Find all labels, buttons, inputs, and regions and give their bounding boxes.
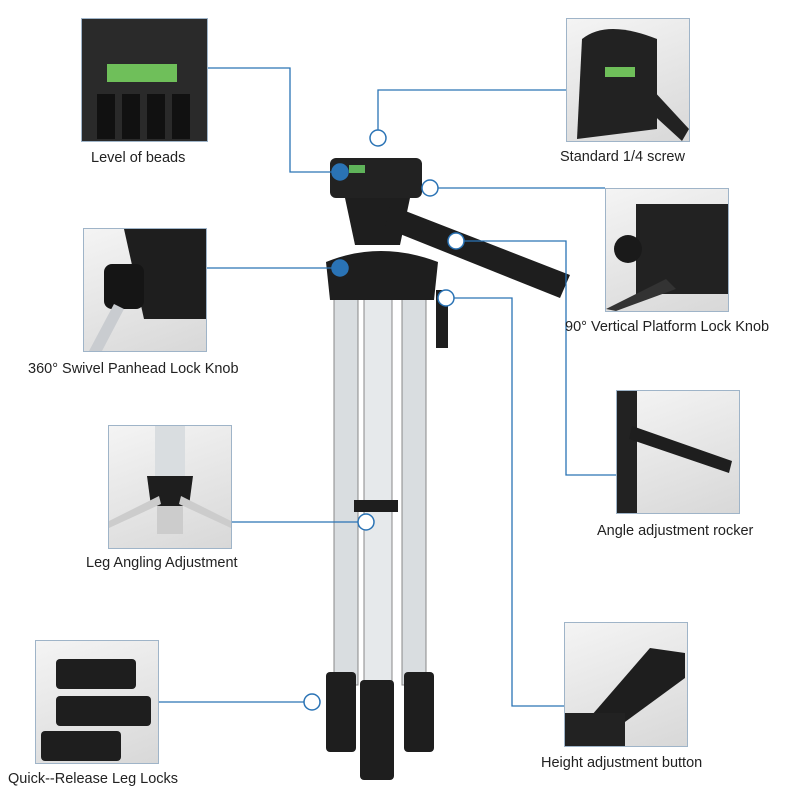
label-standard-screw: Standard 1/4 screw bbox=[560, 149, 685, 165]
tripod-foot-left bbox=[326, 672, 356, 752]
bubble-level bbox=[349, 165, 365, 173]
marker-quick bbox=[303, 693, 321, 711]
label-angle-rocker: Angle adjustment rocker bbox=[597, 523, 754, 539]
photo-leg-angling bbox=[108, 425, 232, 549]
callout-markers bbox=[303, 129, 465, 711]
photo-vertical-lock-knob bbox=[605, 188, 729, 312]
pan-handle bbox=[385, 205, 570, 298]
label-level-of-beads: Level of beads bbox=[91, 150, 186, 166]
marker-level bbox=[331, 163, 349, 181]
marker-height bbox=[437, 289, 455, 307]
tripod-foot-right bbox=[404, 672, 434, 752]
marker-leg-angle bbox=[357, 513, 375, 531]
tripod-illustration bbox=[326, 158, 570, 780]
connector-lines bbox=[157, 67, 616, 707]
tripod-foot-center bbox=[360, 680, 394, 780]
label-vertical-lock-knob: 90° Vertical Platform Lock Knob bbox=[565, 319, 770, 335]
photo-quick-release bbox=[35, 640, 159, 764]
label-quick-release: Quick--Release Leg Locks bbox=[8, 771, 179, 787]
photo-standard-screw bbox=[566, 18, 690, 142]
photo-angle-rocker bbox=[616, 390, 740, 514]
marker-screw bbox=[369, 129, 387, 147]
tripod-leg-right bbox=[401, 284, 427, 686]
marker-angle bbox=[447, 232, 465, 250]
photo-height-button bbox=[564, 622, 688, 747]
photo-level-of-beads bbox=[81, 18, 208, 142]
marker-vertical bbox=[421, 179, 439, 197]
leg-brace bbox=[354, 500, 398, 512]
label-leg-angling: Leg Angling Adjustment bbox=[86, 555, 238, 571]
marker-swivel bbox=[331, 259, 349, 277]
label-height-button: Height adjustment button bbox=[541, 755, 703, 771]
tripod-crown bbox=[326, 251, 438, 300]
photo-swivel-lock-knob bbox=[83, 228, 207, 352]
tripod-leg-center bbox=[363, 289, 393, 701]
label-swivel-lock-knob: 360° Swivel Panhead Lock Knob bbox=[28, 361, 239, 377]
tripod-leg-left bbox=[333, 284, 359, 686]
